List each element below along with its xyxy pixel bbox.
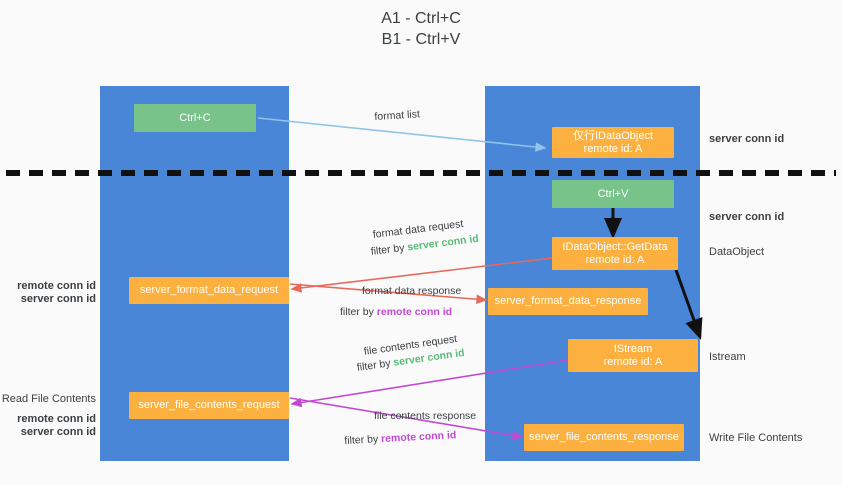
right-label-istream: Istream xyxy=(709,351,746,363)
node-ctrl-c[interactable]: Ctrl+C xyxy=(134,104,256,132)
left-label-remote-conn-id-1: remote conn id xyxy=(17,280,96,292)
right-label-server-conn-id-top: server conn id xyxy=(709,133,785,145)
left-label-server-conn-id-1: server conn id xyxy=(20,293,96,305)
node-idataobject-getdata[interactable]: IDataObject::GetData remote id: A xyxy=(552,237,678,270)
node-ctrl-v[interactable]: Ctrl+V xyxy=(552,180,674,208)
right-label-server-conn-id-mid: server conn id xyxy=(709,211,785,223)
edge-label-format-list: format list xyxy=(374,108,421,123)
node-server-file-contents-request[interactable]: server_file_contents_request xyxy=(129,392,289,419)
remote-conn-id-text: remote conn id xyxy=(376,306,453,318)
left-label-remote-conn-id-2: remote conn id xyxy=(17,413,96,425)
node-istream[interactable]: IStream remote id: A xyxy=(568,339,698,372)
left-label-read-file-contents: Read File Contents xyxy=(1,393,96,405)
node-server-format-data-request[interactable]: server_format_data_request xyxy=(129,277,289,304)
right-label-dataobject: DataObject xyxy=(709,246,765,258)
page-title: A1 - Ctrl+C B1 - Ctrl+V xyxy=(381,10,461,48)
node-server-file-contents-response[interactable]: server_file_contents_response xyxy=(524,424,684,451)
node-server-format-data-response[interactable]: server_format_data_response xyxy=(488,288,648,315)
edge-label-format-data-response-filter: filter by remote conn id xyxy=(340,305,452,319)
filter-by-text: filter by xyxy=(344,433,379,447)
remote-conn-id-text: remote conn id xyxy=(380,429,457,446)
left-label-server-conn-id-2: server conn id xyxy=(20,426,96,438)
edge-label-file-contents-response-filter: filter by remote conn id xyxy=(344,428,457,448)
filter-by-text: filter by xyxy=(370,241,406,258)
node-idataobject[interactable]: 仅行IDataObject remote id: A xyxy=(552,127,674,158)
edge-label-format-data-response: format data response xyxy=(362,285,462,297)
right-label-write-file-contents: Write File Contents xyxy=(709,432,803,444)
filter-by-text: filter by xyxy=(340,306,374,318)
filter-by-text: filter by xyxy=(356,357,392,374)
edge-label-file-contents-response: file contents response xyxy=(374,410,477,422)
